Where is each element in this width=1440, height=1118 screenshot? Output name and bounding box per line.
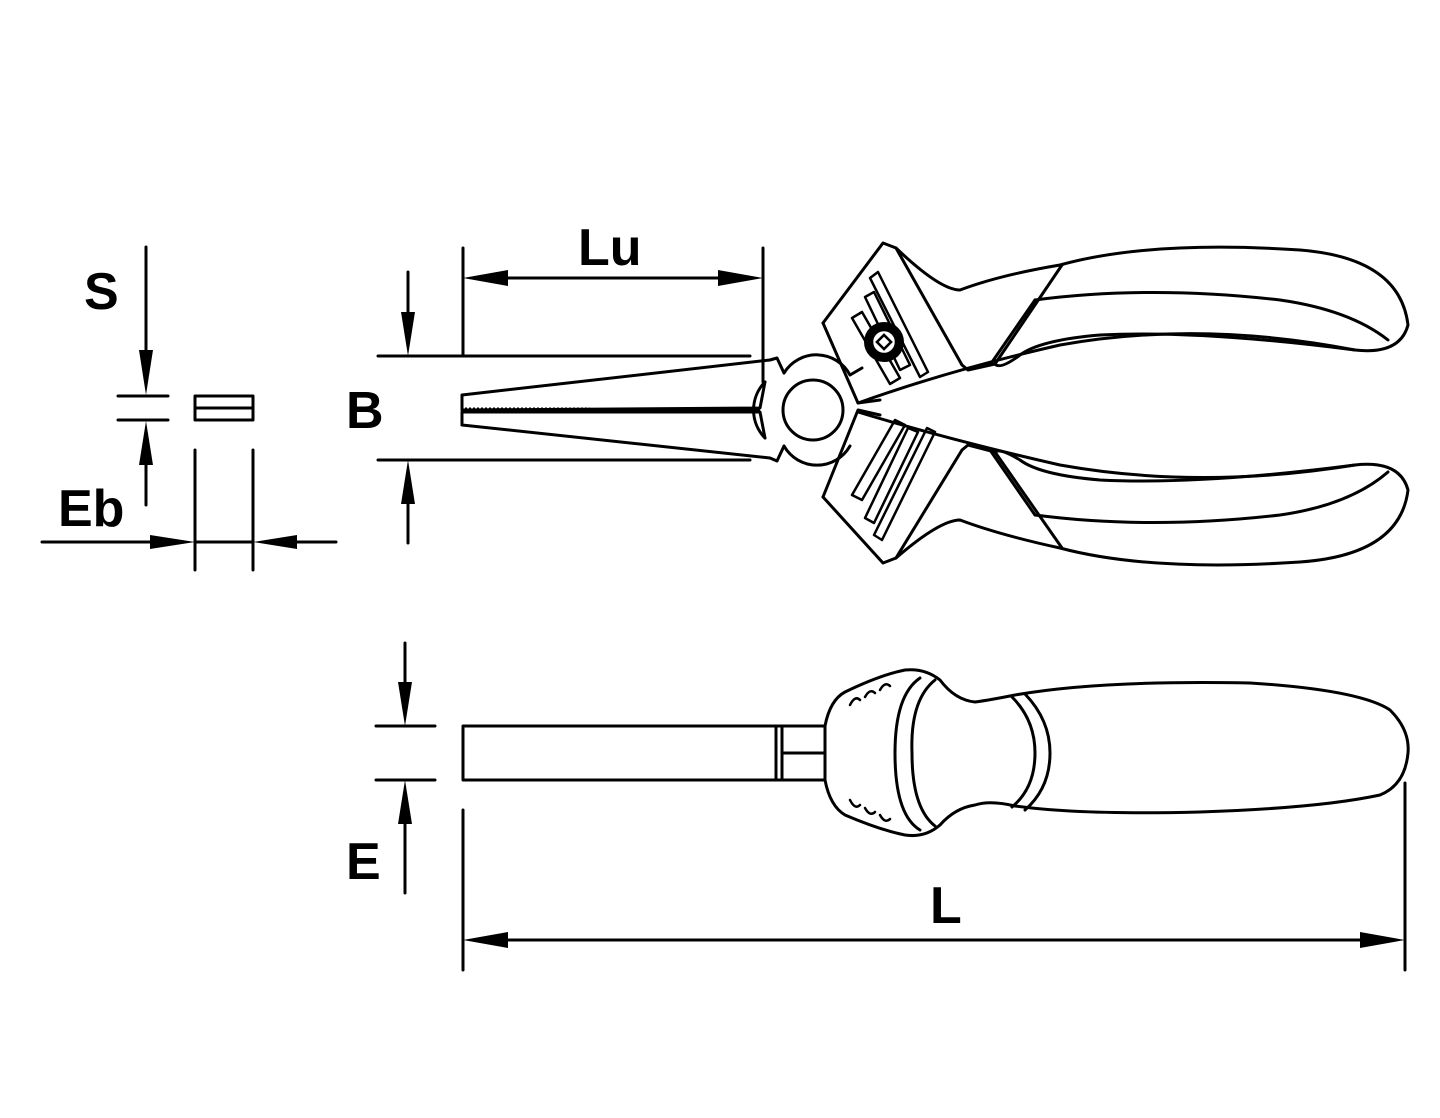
dim-label-e: E xyxy=(346,833,381,891)
top-view xyxy=(376,241,1410,567)
side-view xyxy=(374,641,1410,972)
dim-label-eb: Eb xyxy=(58,480,125,538)
dim-label-s: S xyxy=(84,263,119,321)
dim-label-b: B xyxy=(346,382,384,440)
cross-section-view xyxy=(40,245,338,572)
dim-label-lu: Lu xyxy=(578,219,642,277)
dim-label-l: L xyxy=(930,877,962,935)
